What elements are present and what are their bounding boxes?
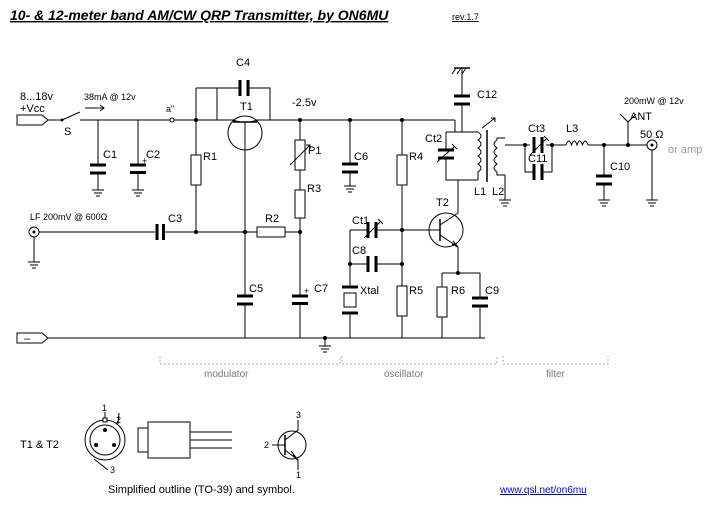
r6-label: R6: [451, 285, 465, 297]
capacitor-c2: [130, 120, 146, 197]
coil-l3: [565, 140, 589, 147]
output-power-label: 200mW @ 12v: [624, 96, 684, 106]
trimmer-ct3: [529, 135, 550, 156]
symbol-pin-3: 3: [296, 410, 301, 420]
c2-label: C2: [146, 149, 160, 161]
switch-s: [60, 111, 81, 122]
c8-label: C8: [352, 245, 366, 257]
l1-label: L1: [474, 186, 486, 198]
antenna-label: ANT: [630, 111, 652, 123]
r4-label: R4: [409, 151, 423, 163]
pin-1-label: 1: [102, 403, 107, 413]
potentiometer-p1: [289, 118, 311, 190]
c6-label: C6: [354, 151, 368, 163]
c7-polarity: +: [304, 286, 309, 296]
filter-network: [505, 143, 652, 147]
revision-label: rev.1.7: [452, 12, 479, 22]
coil-l1: [477, 117, 496, 182]
resistor-r2: [245, 226, 300, 238]
capacitor-c11: [524, 145, 553, 180]
resistor-r3: [294, 189, 306, 338]
section-oscillator: oscillator: [384, 369, 424, 380]
to39-side-view: [137, 421, 232, 459]
antenna-symbol: [619, 113, 637, 147]
c2-polarity: +: [142, 156, 147, 166]
capacitor-c10: [596, 143, 612, 207]
t2-label: T2: [436, 197, 449, 209]
c9-label: C9: [485, 285, 499, 297]
capacitor-c3: [155, 224, 246, 240]
capacitor-c6: [342, 118, 358, 193]
test-point-a: [169, 117, 175, 123]
c12-label: C12: [477, 89, 497, 101]
current-arrow: [85, 104, 105, 112]
r2-label: R2: [265, 213, 279, 225]
output-jack: [646, 139, 658, 207]
symbol-pin-2: 2: [264, 440, 269, 450]
c11-label: C11: [528, 153, 547, 165]
package-caption: Simplified outline (TO-39) and symbol.: [108, 484, 295, 496]
crystal-xtal: [342, 264, 358, 338]
supply-voltage-label: 8...18v: [20, 91, 54, 103]
capacitor-c4: [216, 80, 271, 120]
resistor-r5: [396, 230, 408, 338]
ct2-label: Ct2: [425, 133, 442, 145]
ct1-label: Ct1: [352, 215, 369, 227]
or-amp-label: or amp: [668, 144, 702, 156]
ground-terminal-label: –: [24, 333, 31, 345]
p1-label: P1: [308, 145, 321, 157]
c4-label: C4: [236, 57, 250, 69]
lf-input-jack: [28, 226, 155, 269]
c7-label: C7: [314, 283, 328, 295]
lf-input-label: LF 200mV @ 600Ω: [30, 212, 108, 222]
transistor-t1: [217, 115, 300, 232]
transistor-t2: [420, 180, 464, 273]
pin-2-label: 2: [116, 415, 121, 425]
xtal-label: Xtal: [360, 285, 379, 297]
l2-label: L2: [492, 186, 504, 198]
c5-label: C5: [249, 283, 263, 295]
website-link[interactable]: www.qsl.net/on6mu: [499, 485, 587, 496]
pnp-transistor-symbol: [272, 420, 307, 470]
trimmer-ct2: [436, 120, 478, 181]
r5-label: R5: [409, 285, 423, 297]
pin-3-label: 3: [110, 465, 115, 475]
l3-label: L3: [566, 123, 578, 135]
switch-label: S: [64, 126, 71, 138]
c10-label: C10: [610, 161, 630, 173]
capacitor-c1: [90, 120, 106, 197]
vcc-label: +Vcc: [20, 103, 45, 115]
symbol-pin-1: 1: [296, 470, 301, 480]
capacitor-c12: [451, 67, 470, 132]
test-point-a-label: a": [166, 104, 174, 114]
capacitor-c5: [237, 230, 253, 338]
ct3-label: Ct3: [528, 123, 545, 135]
resistor-r6: [436, 271, 480, 338]
current-label: 38mA @ 12v: [84, 92, 136, 102]
resistor-r1: [190, 118, 202, 232]
ground-terminal: [16, 332, 49, 344]
transistor-pair-label: T1 & T2: [20, 439, 59, 451]
section-separators: [159, 356, 609, 365]
coil-l2: [493, 137, 511, 207]
r3-label: R3: [307, 183, 321, 195]
resistor-r4: [396, 118, 408, 230]
impedance-label: 50 Ω: [640, 129, 664, 141]
c3-label: C3: [168, 213, 182, 225]
t1-label: T1: [240, 101, 253, 113]
r1-label: R1: [203, 151, 217, 163]
section-modulator: modulator: [204, 369, 249, 380]
vcc-terminal: [16, 114, 49, 126]
to39-bottom-view: [84, 412, 126, 471]
ground-node: [323, 336, 327, 340]
diagram-title: 10- & 12-meter band AM/CW QRP Transmitte…: [10, 7, 389, 23]
c1-label: C1: [103, 149, 117, 161]
section-filter: filter: [546, 369, 566, 380]
capacitor-c7: [292, 294, 308, 305]
ground-symbol: [319, 338, 331, 353]
bias-voltage-label: -2.5v: [292, 97, 317, 109]
capacitor-c9: [442, 273, 488, 339]
